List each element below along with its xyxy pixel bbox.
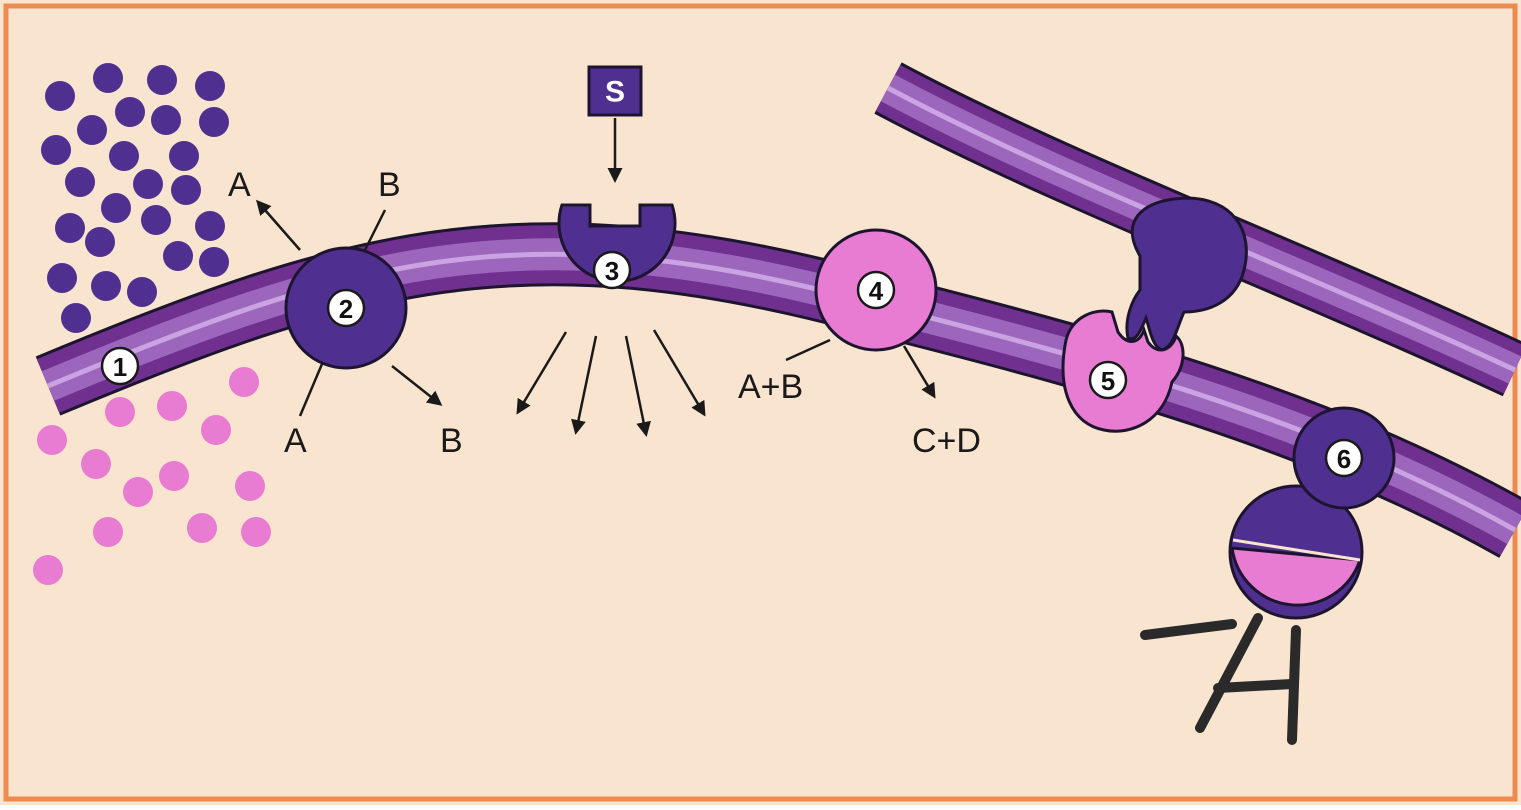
antiport-b-in-label: B — [440, 422, 463, 460]
label-2-text: 2 — [339, 294, 353, 324]
signal-label: S — [605, 76, 625, 109]
label-5-text: 5 — [1101, 366, 1115, 396]
label-3-text: 3 — [605, 256, 619, 286]
antiport-a-out-label: A — [228, 166, 251, 204]
antiport-b-out-label: B — [378, 166, 401, 204]
label-1-text: 1 — [113, 352, 127, 382]
label-4-text: 4 — [869, 276, 884, 306]
enzyme-substrates-label: A+B — [738, 368, 803, 406]
enzyme-products-label: C+D — [912, 422, 981, 460]
label-1-membrane: 1 — [102, 348, 138, 384]
antiport-a-in-label: A — [284, 422, 307, 460]
label-6-text: 6 — [1337, 444, 1351, 474]
